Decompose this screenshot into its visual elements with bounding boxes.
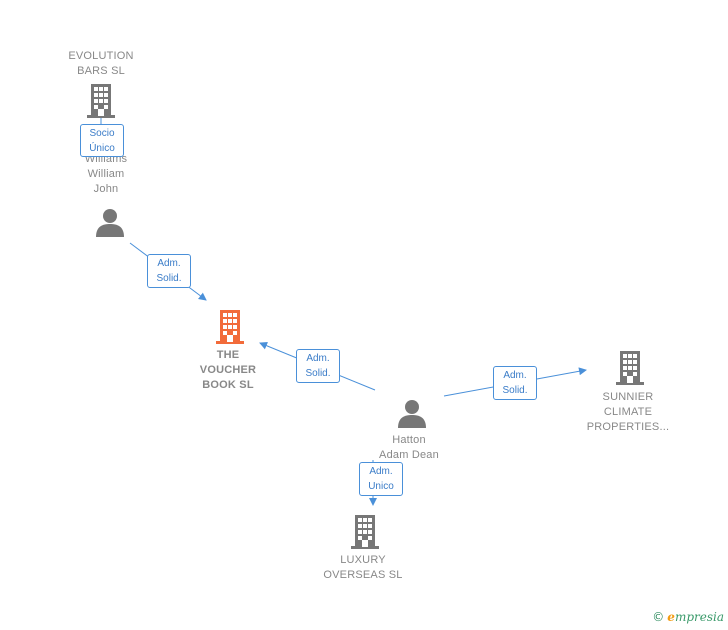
edge-label-adm-solid[interactable]: Adm. Solid. (493, 366, 537, 400)
person-icon (398, 400, 426, 428)
edge-label-adm-solid[interactable]: Adm. Solid. (296, 349, 340, 383)
edge-label-adm-solid[interactable]: Adm. Solid. (147, 254, 191, 288)
node-label: EVOLUTION BARS SL (68, 50, 134, 77)
node-evolution-bars[interactable]: EVOLUTION BARS SL (51, 49, 151, 79)
node-luxury-overseas[interactable]: LUXURY OVERSEAS SL (303, 553, 423, 583)
node-sunnier-climate-properties[interactable]: SUNNIER CLIMATE PROPERTIES... (578, 390, 678, 435)
brand-initial: e (667, 610, 675, 624)
empresia-credit[interactable]: ©empresia (652, 610, 724, 624)
person-icon (96, 209, 124, 237)
node-williams-william-john[interactable]: Williams William John (56, 152, 156, 197)
node-hatton-adam-dean[interactable]: Hatton Adam Dean (359, 433, 459, 463)
node-label: THE VOUCHER BOOK SL (199, 349, 257, 391)
node-label: SUNNIER CLIMATE PROPERTIES... (586, 391, 670, 433)
brand-name: mpresia (674, 610, 724, 624)
building-icon (87, 84, 115, 118)
copyright-icon: © (652, 610, 665, 624)
edge-label-socio-unico[interactable]: Socio Único (80, 124, 124, 157)
node-label: LUXURY OVERSEAS SL (323, 554, 403, 581)
edge-label-adm-unico[interactable]: Adm. Unico (359, 462, 403, 496)
node-the-voucher-book[interactable]: THE VOUCHER BOOK SL (178, 348, 278, 393)
building-icon (616, 351, 644, 385)
node-label: Hatton Adam Dean (379, 434, 439, 461)
building-icon (216, 310, 244, 344)
building-icon (351, 515, 379, 549)
node-label: Williams William John (84, 153, 128, 195)
